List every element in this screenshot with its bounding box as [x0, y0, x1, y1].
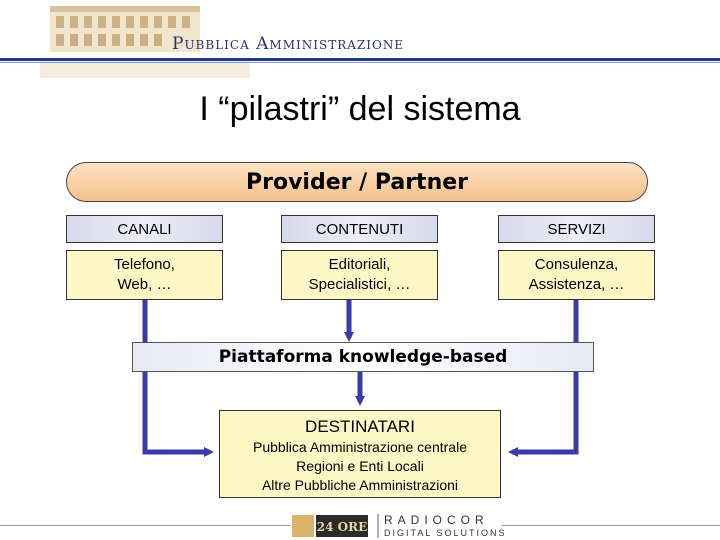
arrow-canali	[145, 300, 210, 452]
footer-logo-text: 24 ORE	[317, 520, 367, 534]
column-header-label: SERVIZI	[547, 221, 605, 238]
column-detail-canali: Telefono, Web, …	[66, 250, 223, 300]
column-header-label: CANALI	[117, 221, 171, 238]
column-header-contenuti: CONTENUTI	[281, 215, 438, 243]
column-detail-text: Editoriali, Specialistici, …	[309, 255, 411, 295]
footer-brand: RADIOCOR	[384, 513, 489, 527]
column-header-servizi: SERVIZI	[498, 215, 655, 243]
column-detail-servizi: Consulenza, Assistenza, …	[498, 250, 655, 300]
destinatari-title: DESTINATARI	[220, 416, 500, 438]
destinatari-box: DESTINATARI Pubblica Amministrazione cen…	[219, 410, 501, 498]
arrow-servizi	[512, 300, 576, 452]
provider-band: Provider / Partner	[66, 162, 648, 202]
column-detail-contenuti: Editoriali, Specialistici, …	[281, 250, 438, 300]
destinatari-lines: Pubblica Amministrazione centrale Region…	[220, 438, 500, 495]
platform-label: Piattaforma knowledge-based	[219, 347, 508, 367]
column-detail-text: Consulenza, Assistenza, …	[529, 255, 625, 295]
provider-label: Provider / Partner	[246, 170, 468, 195]
platform-box: Piattaforma knowledge-based	[132, 342, 594, 372]
column-header-canali: CANALI	[66, 215, 223, 243]
footer-brand-subtitle: DIGITAL SOLUTIONS	[384, 528, 507, 538]
column-header-label: CONTENUTI	[316, 221, 404, 238]
column-detail-text: Telefono, Web, …	[114, 255, 175, 295]
